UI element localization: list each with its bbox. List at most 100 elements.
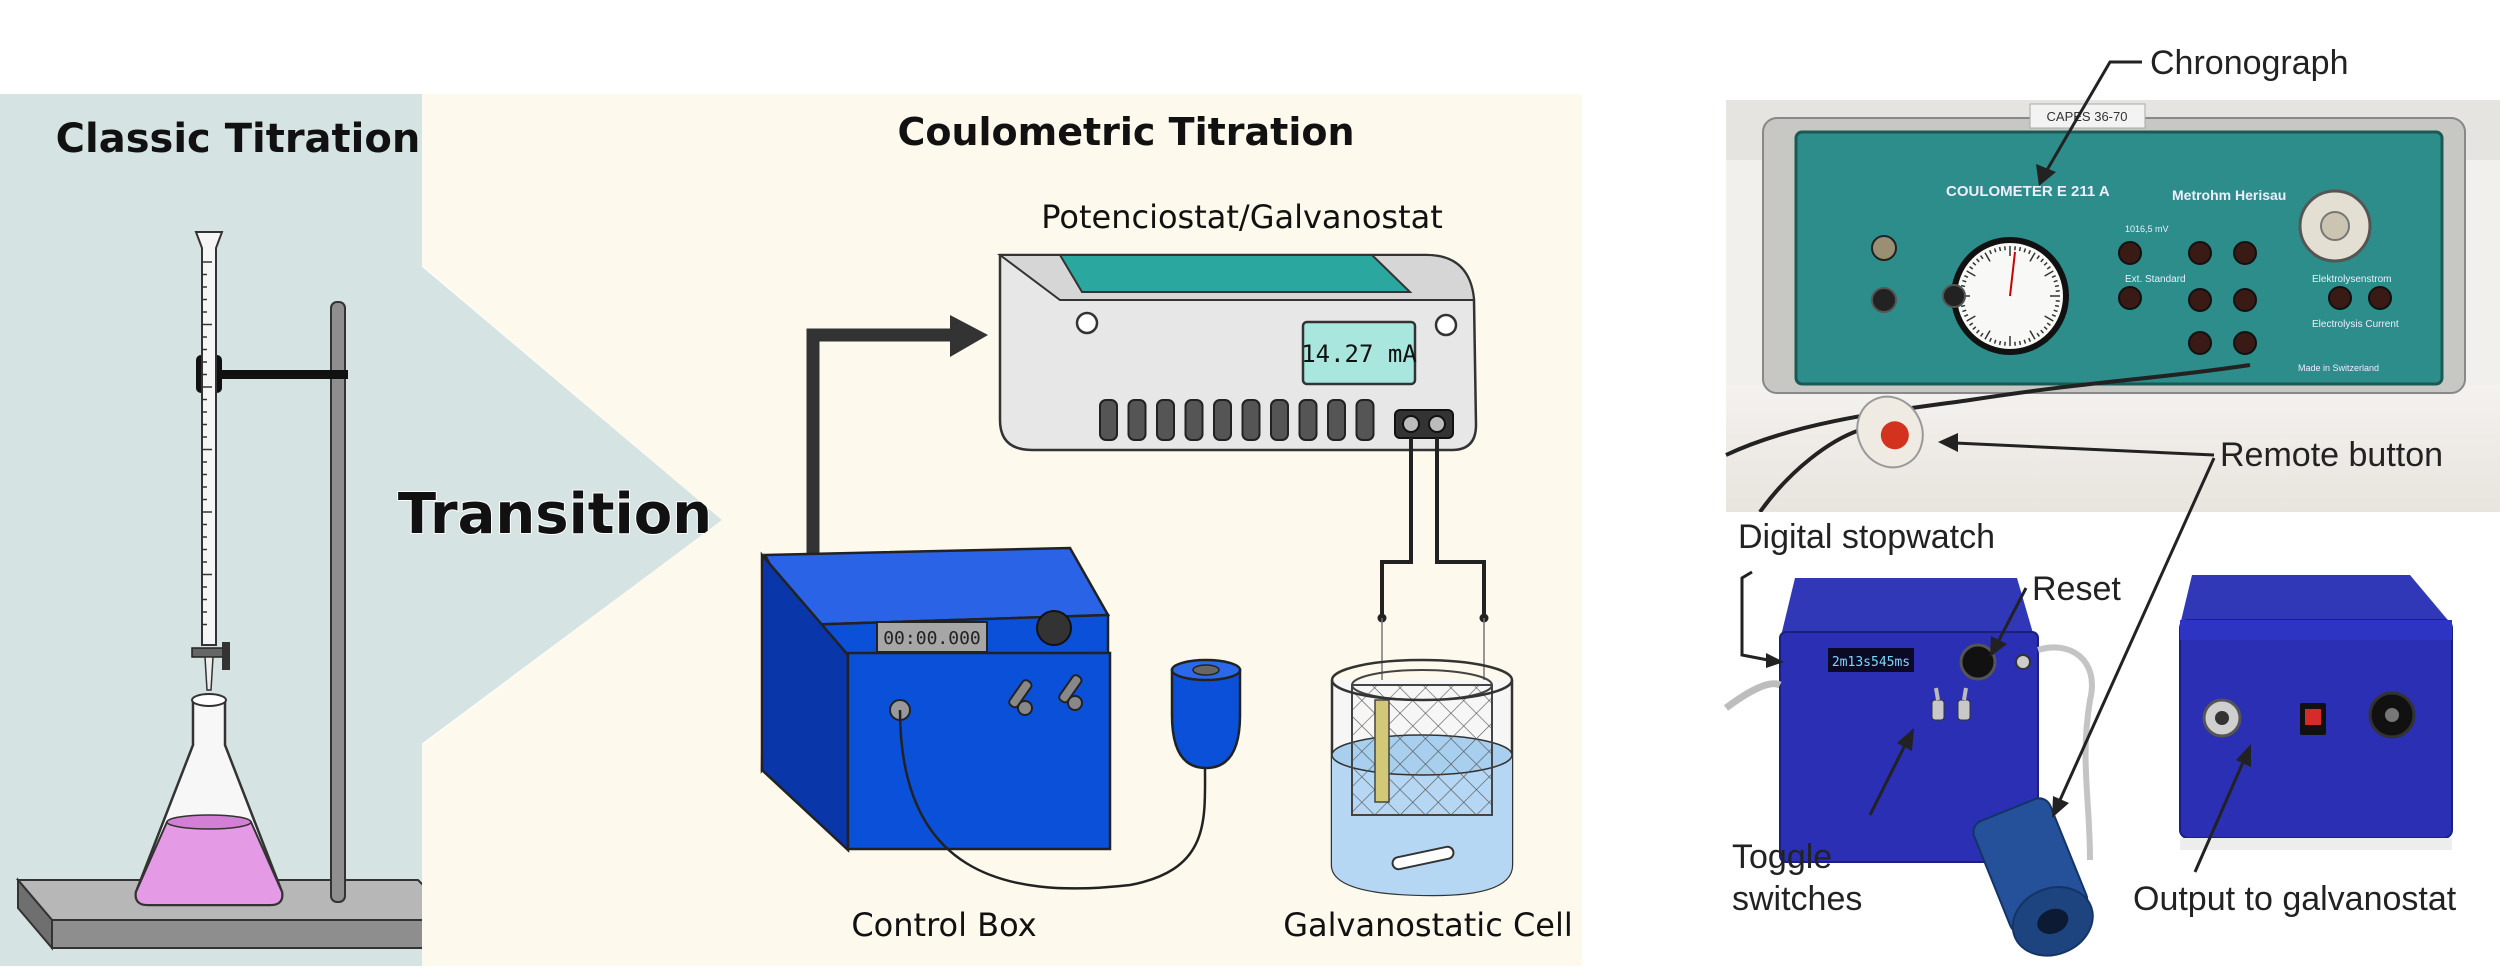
dial-tick (1984, 252, 1991, 262)
remote-button-photo (1856, 395, 1924, 469)
transition-label: Transition (398, 482, 712, 547)
stand-base-side (17, 877, 53, 951)
stopwatch-screen-text: 2m13s545ms (1832, 655, 1910, 670)
control-box-toggles (1008, 674, 1083, 716)
coulometer-jack (2188, 241, 2212, 265)
cell-wire-right (1435, 438, 1486, 618)
dial-tick (1998, 246, 2002, 252)
potentiostat-button (1213, 399, 1232, 441)
device-tag: CAPES 36-70 (2047, 109, 2128, 124)
chronograph-pointer (2045, 60, 2142, 171)
potentiostat-top-teal (1058, 254, 1413, 293)
dial-tick (1975, 329, 1980, 334)
dial-tick (2029, 252, 2036, 262)
remote-cable (898, 709, 1207, 890)
coulometer-jack (2233, 331, 2257, 355)
dial-tick (1964, 314, 1969, 318)
transition-chevron (420, 265, 722, 745)
chronograph-label: Chronograph (2150, 44, 2348, 82)
coulometer-jack (2118, 286, 2142, 310)
dial-tick (1969, 322, 1974, 326)
dial-tick (2040, 329, 2045, 334)
coulometer-jack (2233, 241, 2257, 265)
classic-titration-panel: Classic Titration Transition (0, 94, 722, 966)
remote-pointer-top (1954, 441, 2215, 457)
dial-tick (2023, 248, 2027, 253)
digital-stopwatch-label: Digital stopwatch (1738, 518, 1995, 556)
dial-tick (2051, 274, 2056, 278)
dial-tick (1966, 315, 1976, 322)
coulometric-titration-title: Coulometric Titration (897, 110, 1354, 154)
remote-button-label: Remote button (2220, 436, 2443, 474)
toggle-pointer (1868, 744, 1907, 816)
potentiostat-display (1301, 320, 1417, 386)
dial-tick (1966, 270, 1976, 277)
dial-tick (2043, 261, 2048, 266)
galvanostatic-cell (1330, 658, 1514, 897)
coulometer-jack (2233, 288, 2257, 312)
panel-label-swiss: Made in Switzerland (2298, 363, 2379, 373)
dial-tick (2046, 266, 2051, 270)
dial-tick (1980, 332, 1984, 337)
coulometer-jack (2118, 241, 2142, 265)
potentiostat-buttons (1099, 399, 1375, 441)
dial-tick (1998, 340, 2002, 346)
dial-tick (2054, 304, 2060, 308)
panel-label-electrolysis: Elektrolysenstrom (2312, 274, 2391, 285)
arrowhead (950, 315, 988, 357)
dial-tick (2043, 326, 2048, 331)
control-box-display (876, 621, 988, 653)
remote-pointer-bottom (2058, 457, 2216, 801)
stopwatch-reset-button (1959, 643, 1997, 681)
potentiostat-button (1355, 399, 1375, 441)
dial-tick (1972, 261, 1977, 266)
classic-titration-title: Classic Titration (56, 116, 421, 162)
cell-stir-bar (1391, 845, 1455, 871)
dial-tick (1962, 309, 1967, 313)
dial-tick (1984, 330, 1991, 340)
control-box: 00:00.000 (760, 546, 1112, 853)
device-brand: COULOMETER E 211 A (1946, 183, 2110, 200)
remote-cylinder-photo (1972, 797, 2094, 957)
photo-annotations (1740, 60, 2251, 873)
dial-tick (2053, 309, 2058, 313)
control-to-potentiostat-arrow (806, 328, 960, 555)
potentiostat-button (1184, 399, 1204, 441)
potentiostat-button (1270, 399, 1289, 441)
dial-tick (2018, 246, 2022, 252)
output-label: Output to galvanostat (2133, 880, 2457, 918)
dial-tick (1972, 326, 1977, 331)
dial-tick (2040, 258, 2045, 263)
potentiostat-button (1298, 399, 1318, 441)
dial-tick (2044, 315, 2054, 322)
burette (191, 231, 230, 691)
device-maker: Metrohm Herisau (2172, 187, 2286, 203)
digital-stopwatch-pointer (1740, 570, 1769, 662)
dial-tick (2023, 339, 2027, 344)
coulometer-jack (2188, 288, 2212, 312)
control-box-label: Control Box (851, 906, 1036, 944)
dial-tick (2036, 255, 2040, 260)
dial-tick (1964, 274, 1969, 278)
potentiostat-device: 14.27 mA (997, 253, 1478, 452)
dial-tick (2036, 332, 2040, 337)
output-pointer (2193, 759, 2246, 873)
dial-tick (2029, 330, 2036, 340)
potentiostat-button (1327, 399, 1346, 441)
stopwatch-toggle-switches (1931, 687, 1971, 721)
coulometer-jack (2368, 286, 2392, 310)
panel-label-current: Electrolysis Current (2312, 319, 2399, 330)
dial-annotation-units: 1016,5 mV (2125, 224, 2169, 234)
dial-tick (1993, 339, 1997, 344)
dial-tick (2053, 279, 2058, 283)
galvanostatic-cell-label: Galvanostatic Cell (1283, 906, 1573, 944)
toggle-label-line1: Toggle (1732, 838, 1832, 876)
remote-button-drawing (1170, 658, 1242, 770)
potentiostat-button (1241, 399, 1261, 441)
dial-tick (1960, 284, 1966, 288)
dial-tick (2028, 250, 2032, 255)
panel-label-standard: Ext. Standard (2125, 274, 2186, 285)
dial-tick (1988, 250, 1992, 255)
dial-tick (1960, 304, 1966, 308)
